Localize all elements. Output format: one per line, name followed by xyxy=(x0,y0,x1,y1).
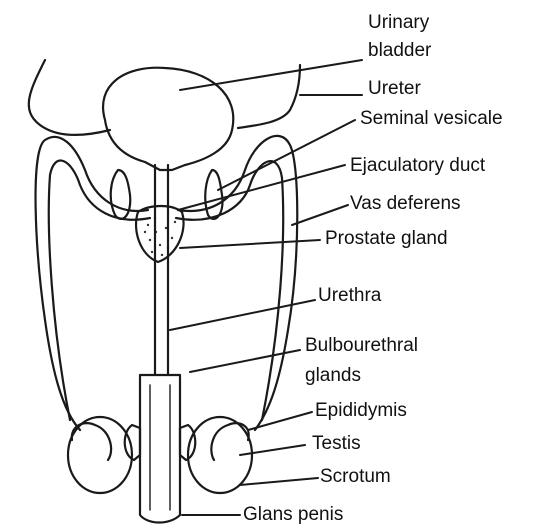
right-seminal-vesicle xyxy=(205,170,222,219)
left-seminal-vesicle xyxy=(111,170,131,219)
label-glans-penis: Glans penis xyxy=(243,504,343,526)
label-epididymis: Epididymis xyxy=(315,400,407,422)
label-urethra: Urethra xyxy=(318,285,381,307)
prostate-gland xyxy=(136,206,184,262)
label-urinary-bladder-1: Urinary xyxy=(368,12,429,34)
label-scrotum: Scrotum xyxy=(320,466,391,488)
leader-seminal-vesicle xyxy=(218,120,355,190)
prostate-stipple xyxy=(144,217,176,256)
leader-vas-deferens xyxy=(292,205,348,225)
label-bulbourethral-2: glands xyxy=(305,365,361,387)
label-ejaculatory-duct: Ejaculatory duct xyxy=(350,155,485,177)
leader-urethra xyxy=(170,300,315,330)
label-vas-deferens: Vas deferens xyxy=(350,193,461,215)
leader-bulbourethral xyxy=(190,350,300,372)
label-bulbourethral-1: Bulbourethral xyxy=(305,335,418,357)
urinary-bladder xyxy=(103,68,233,170)
right-vas-deferens-inner xyxy=(176,161,283,420)
leader-epididymis xyxy=(248,412,312,430)
penis-shaft xyxy=(140,375,180,523)
label-testis: Testis xyxy=(312,433,361,455)
leader-ejaculatory-duct xyxy=(178,165,345,210)
label-seminal-vesicle: Seminal vesicale xyxy=(360,108,503,130)
label-ureter: Ureter xyxy=(368,78,421,100)
label-prostate-gland: Prostate gland xyxy=(325,228,448,250)
leader-urinary-bladder xyxy=(180,60,362,90)
leader-testis xyxy=(240,445,305,455)
leader-scrotum xyxy=(240,478,318,485)
leader-prostate xyxy=(180,240,320,248)
left-vas-deferens-inner xyxy=(49,161,150,420)
label-urinary-bladder-2: bladder xyxy=(368,40,431,62)
left-ureter xyxy=(29,60,110,135)
